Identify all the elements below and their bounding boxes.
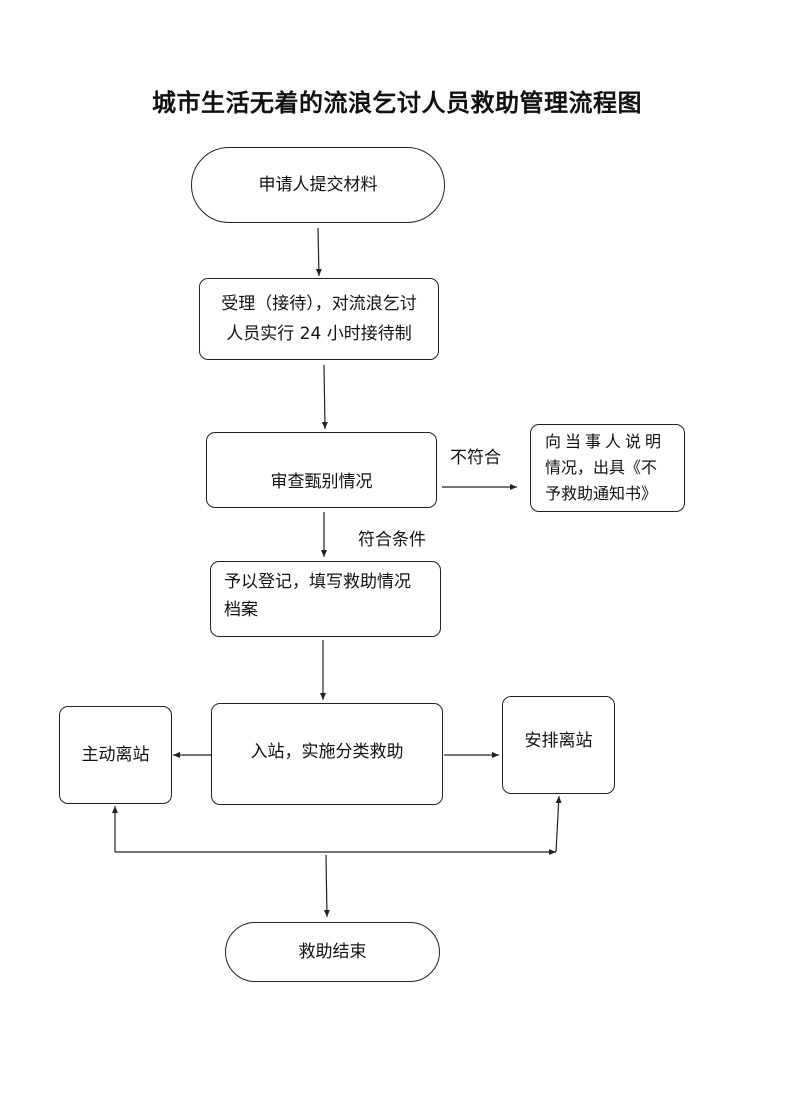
arrow-submit-to-reception <box>315 227 322 277</box>
node-review: 审查甄别情况 <box>206 432 437 508</box>
node-admit-label: 入站，实施分类救助 <box>250 742 404 762</box>
node-notify-rejection: 向当事人说明 情况，出具《不 予救助通知书》 <box>530 424 685 512</box>
node-register-label-1: 予以登记，填写救助情况 <box>224 572 411 592</box>
node-aid-end-label: 救助结束 <box>298 942 367 962</box>
node-register: 予以登记，填写救助情况 档案 <box>210 561 441 637</box>
node-register-label-2: 档案 <box>224 600 258 620</box>
arrow-bottom-to-end <box>323 854 330 918</box>
node-admit: 入站，实施分类救助 <box>211 703 443 805</box>
node-leave-voluntary-label: 主动离站 <box>81 745 150 765</box>
node-aid-end: 救助结束 <box>225 922 440 982</box>
node-review-label: 审查甄别情况 <box>270 472 373 492</box>
arrow-bottom-to-leave-arranged <box>555 795 562 853</box>
node-leave-voluntary: 主动离站 <box>59 706 172 804</box>
arrow-reception-to-review <box>321 364 328 430</box>
node-leave-arranged: 安排离站 <box>502 696 615 794</box>
edge-label-not-eligible: 不符合 <box>450 448 501 468</box>
node-notify-label-1: 向当事人说明 <box>545 432 666 451</box>
node-submit-materials: 申请人提交材料 <box>191 147 445 223</box>
node-leave-arranged-label: 安排离站 <box>524 731 593 751</box>
node-notify-label-2: 情况，出具《不 <box>545 458 658 477</box>
page-title: 城市生活无着的流浪乞讨人员救助管理流程图 <box>152 88 642 117</box>
node-reception-label-1: 受理（接待），对流浪乞讨 <box>221 294 417 314</box>
node-reception-label-2: 人员实行 24 小时接待制 <box>226 324 412 344</box>
node-notify-label-3: 予救助通知书》 <box>545 484 658 503</box>
node-reception: 受理（接待），对流浪乞讨 人员实行 24 小时接待制 <box>199 278 439 360</box>
node-submit-materials-label: 申请人提交材料 <box>258 175 378 195</box>
edge-label-eligible: 符合条件 <box>358 530 426 550</box>
